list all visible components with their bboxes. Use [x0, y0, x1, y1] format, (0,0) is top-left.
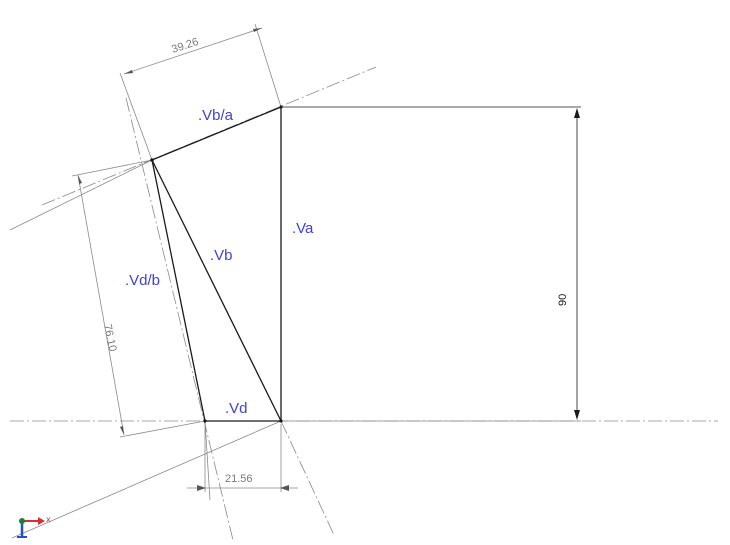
vertex-origin: [279, 419, 283, 423]
vba-line: [151, 106, 282, 161]
dimension-text-bottom: 21.56: [225, 473, 253, 485]
vb-direction-line: [280, 420, 335, 536]
dimension-76-10: [71, 159, 206, 438]
dimension-text-top: 39.26: [170, 36, 200, 56]
vb-line: [151, 159, 282, 422]
label-va: .Va: [292, 220, 314, 237]
vertex-d: [203, 419, 207, 423]
triad-x-arrow: [38, 517, 45, 525]
vertex-b: [150, 158, 154, 162]
vertex-points: [150, 105, 283, 423]
label-vba: .Vb/a: [198, 107, 234, 124]
construction-diagonal-bottom: [11, 420, 282, 539]
dimension-text-right: 90: [557, 294, 569, 306]
triad-x-label: x: [46, 515, 51, 524]
dimension-39-26: [119, 23, 282, 161]
vdb-direction-line: [125, 97, 234, 541]
triad-origin-icon: [19, 518, 25, 524]
label-vb: .Vb: [210, 247, 233, 264]
label-vdb: .Vd/b: [125, 272, 160, 289]
dimension-90: [281, 106, 581, 422]
coordinate-triad: x: [17, 515, 51, 538]
vdb-line: [151, 159, 206, 422]
construction-diagonal-left: [9, 159, 153, 231]
dimension-text-left: 76.10: [101, 323, 118, 352]
vertex-a: [279, 105, 283, 109]
construction-lines: [9, 66, 718, 541]
dimension-21-56: [187, 424, 298, 492]
label-vd: .Vd: [225, 400, 248, 417]
velocity-polygon: [151, 106, 282, 422]
vd-lower-extension: [204, 420, 211, 501]
